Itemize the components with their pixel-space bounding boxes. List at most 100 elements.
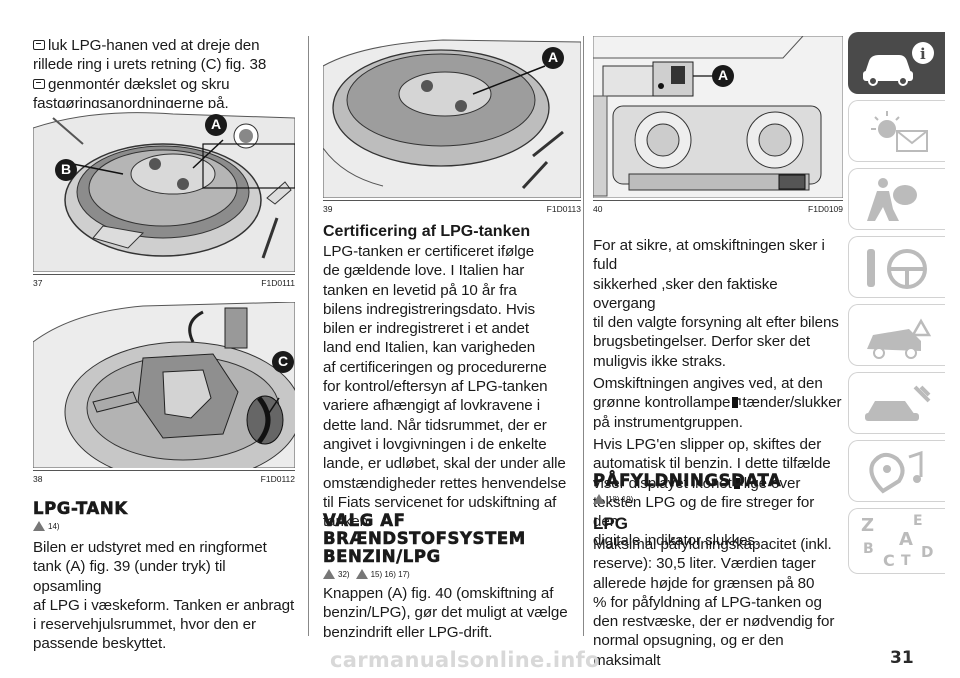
tab-safety[interactable] xyxy=(848,168,945,230)
text-fragment: tænder/slukker xyxy=(742,394,842,412)
tab-index[interactable]: Z E A B C T D xyxy=(848,508,945,574)
subsection-heading: Certificering af LPG-tanken xyxy=(323,223,531,240)
dashboard-switch-illustration xyxy=(593,36,843,198)
intro-text: luk LPG-hanen ved at dreje den rillede r… xyxy=(33,36,295,113)
body-text: Maksimal påfyldningskapacitet (inkl. res… xyxy=(593,535,843,670)
figure-code: F1D0109 xyxy=(808,204,843,214)
caption-rule xyxy=(323,200,581,201)
index-letter: A xyxy=(899,529,913,550)
text-line: Bilen er udstyret med en ringformet xyxy=(33,539,267,556)
ring-tank-illustration xyxy=(323,36,581,198)
bullet-icon xyxy=(33,40,45,50)
callout-c-badge xyxy=(272,351,294,373)
emergency-car-icon xyxy=(867,318,932,359)
index-letter: Z xyxy=(861,515,875,536)
text-line: automatisk til benzin. I dette tilfælde xyxy=(593,455,831,473)
warning-triangle-icon xyxy=(33,521,45,531)
warning-ref-text: 32) xyxy=(338,569,350,579)
figure-38: C 38 F1D0112 xyxy=(33,302,295,488)
text-line: tanken. xyxy=(323,513,373,531)
text-line: reserve): 30,5 liter. Værdien tager xyxy=(593,555,816,573)
warning-refs: 14) xyxy=(33,519,60,533)
section-heading: PÅFYLDNINGSDATA xyxy=(593,471,782,490)
caption-rule xyxy=(33,274,295,275)
text-line: benzin/LPG), gør det muligt at vælge xyxy=(323,604,568,622)
text-line: For at sikre, at omskiftningen sker i fu… xyxy=(593,237,825,274)
text-line: af LPG i væskeform. Tanken er anbragt xyxy=(33,596,295,614)
warning-ref-text: 18) 19) xyxy=(608,494,634,504)
tab-warning-lights[interactable] xyxy=(848,100,945,162)
index-letter: E xyxy=(913,513,923,529)
text-line: til Fiats servicenet for udskiftning af xyxy=(323,493,557,511)
body-text: Bilen er udstyret med en ringformet tank… xyxy=(33,538,295,654)
figure-number: 40 xyxy=(593,204,603,214)
figure-code: F1D0113 xyxy=(546,204,581,214)
text-line: Hvis LPG'en slipper op, skiftes der xyxy=(593,435,822,453)
callout-c: C xyxy=(277,353,289,369)
spare-wheel-tank-illustration xyxy=(33,108,295,272)
text-line: de gældende love. I Italien har xyxy=(323,262,525,280)
text-line: for kontrol/eftersyn af LPG-tanken xyxy=(323,378,548,396)
subsection-heading: LPG xyxy=(593,514,628,533)
svg-text:i: i xyxy=(920,45,926,63)
page-number: 31 xyxy=(890,648,914,668)
callout-a: A xyxy=(547,49,559,65)
intro-line: fastgøringsanordningerne på. xyxy=(33,94,229,112)
caption-rule xyxy=(593,200,843,201)
warning-triangle-icon xyxy=(355,569,368,579)
tab-emergency[interactable] xyxy=(848,304,945,366)
figure-code: F1D0111 xyxy=(261,278,295,288)
figure-40: A 40 F1D0109 xyxy=(593,36,843,216)
text-line: den restvæske, der er nødvendig for xyxy=(593,613,835,631)
text-line: variere afhængigt af lovkravene i xyxy=(323,397,541,415)
warning-lights-icon xyxy=(871,111,928,152)
tab-multimedia[interactable] xyxy=(848,440,945,502)
callout-a: A xyxy=(717,67,729,83)
text-line: allerede højde for grænsen på 80 xyxy=(593,574,815,592)
text-fragment: grønne kontrollampe xyxy=(593,394,731,412)
intro-line: genmontér dækslet og skru xyxy=(48,75,230,93)
text-line: Maksimal påfyldningskapacitet (inkl. xyxy=(593,536,832,553)
index-letters-icon: Z E A B C T D xyxy=(859,513,937,571)
text-line: tank (A) fig. 39 (under tryk) til opsaml… xyxy=(33,558,226,595)
text-fragment: lige over xyxy=(743,474,801,492)
warning-triangle-icon xyxy=(323,569,335,579)
warning-refs: 32) 15) 16) 17) xyxy=(323,567,410,581)
multimedia-icon xyxy=(869,450,923,494)
warning-ref-text: 14) xyxy=(48,521,60,531)
bullet-icon xyxy=(33,78,45,89)
tab-maintenance[interactable] xyxy=(848,372,945,434)
heading-line: BENZIN/LPG xyxy=(323,547,441,566)
index-letter: D xyxy=(921,543,934,561)
figure-number: 37 xyxy=(33,278,43,288)
section-heading: VALG AF BRÆNDSTOFSYSTEM BENZIN/LPG xyxy=(323,511,526,566)
section-heading: LPG-TANK xyxy=(33,499,128,518)
figure-number: 38 xyxy=(33,474,43,484)
car-info-icon: i xyxy=(863,42,934,86)
text-line: tanken en levetid på 10 år fra xyxy=(323,281,517,299)
airbag-safety-icon xyxy=(867,178,917,221)
text-line: på instrumentgruppen. xyxy=(593,413,743,431)
column-divider xyxy=(583,36,584,636)
tab-starting-driving[interactable] xyxy=(848,236,945,298)
body-text: LPG-tanken er certificeret ifølge de gæl… xyxy=(323,242,581,531)
text-line: Knappen (A) fig. 40 (omskiftning af xyxy=(323,585,554,602)
figure-code: F1D0112 xyxy=(260,474,295,484)
body-text: Knappen (A) fig. 40 (omskiftning af benz… xyxy=(323,584,581,642)
callout-b-badge xyxy=(55,159,77,181)
lpg-valve-illustration xyxy=(33,302,295,468)
callout-b: B xyxy=(60,161,72,177)
index-letter: B xyxy=(863,541,874,557)
lpg-warning-lamp-icon xyxy=(732,397,741,409)
text-line: sikkerhed ,sker den faktiske overgang xyxy=(593,275,778,312)
tab-car-info[interactable]: i xyxy=(848,32,945,94)
text-line: til den valgte forsyning alt efter bilen… xyxy=(593,314,839,332)
text-line: omstændigheder rettes henvendelse xyxy=(323,474,567,492)
text-line: LPG-tanken er certificeret ifølge xyxy=(323,243,535,260)
text-line: benzindrift eller LPG-drift. xyxy=(323,623,493,641)
text-line: Omskiftningen angives ved, at den xyxy=(593,375,823,393)
heading-line: VALG AF xyxy=(323,511,406,530)
figure-39: A 39 F1D0113 xyxy=(323,36,581,216)
text-line: angivet i lovgivningen i de enkelte xyxy=(323,435,547,453)
